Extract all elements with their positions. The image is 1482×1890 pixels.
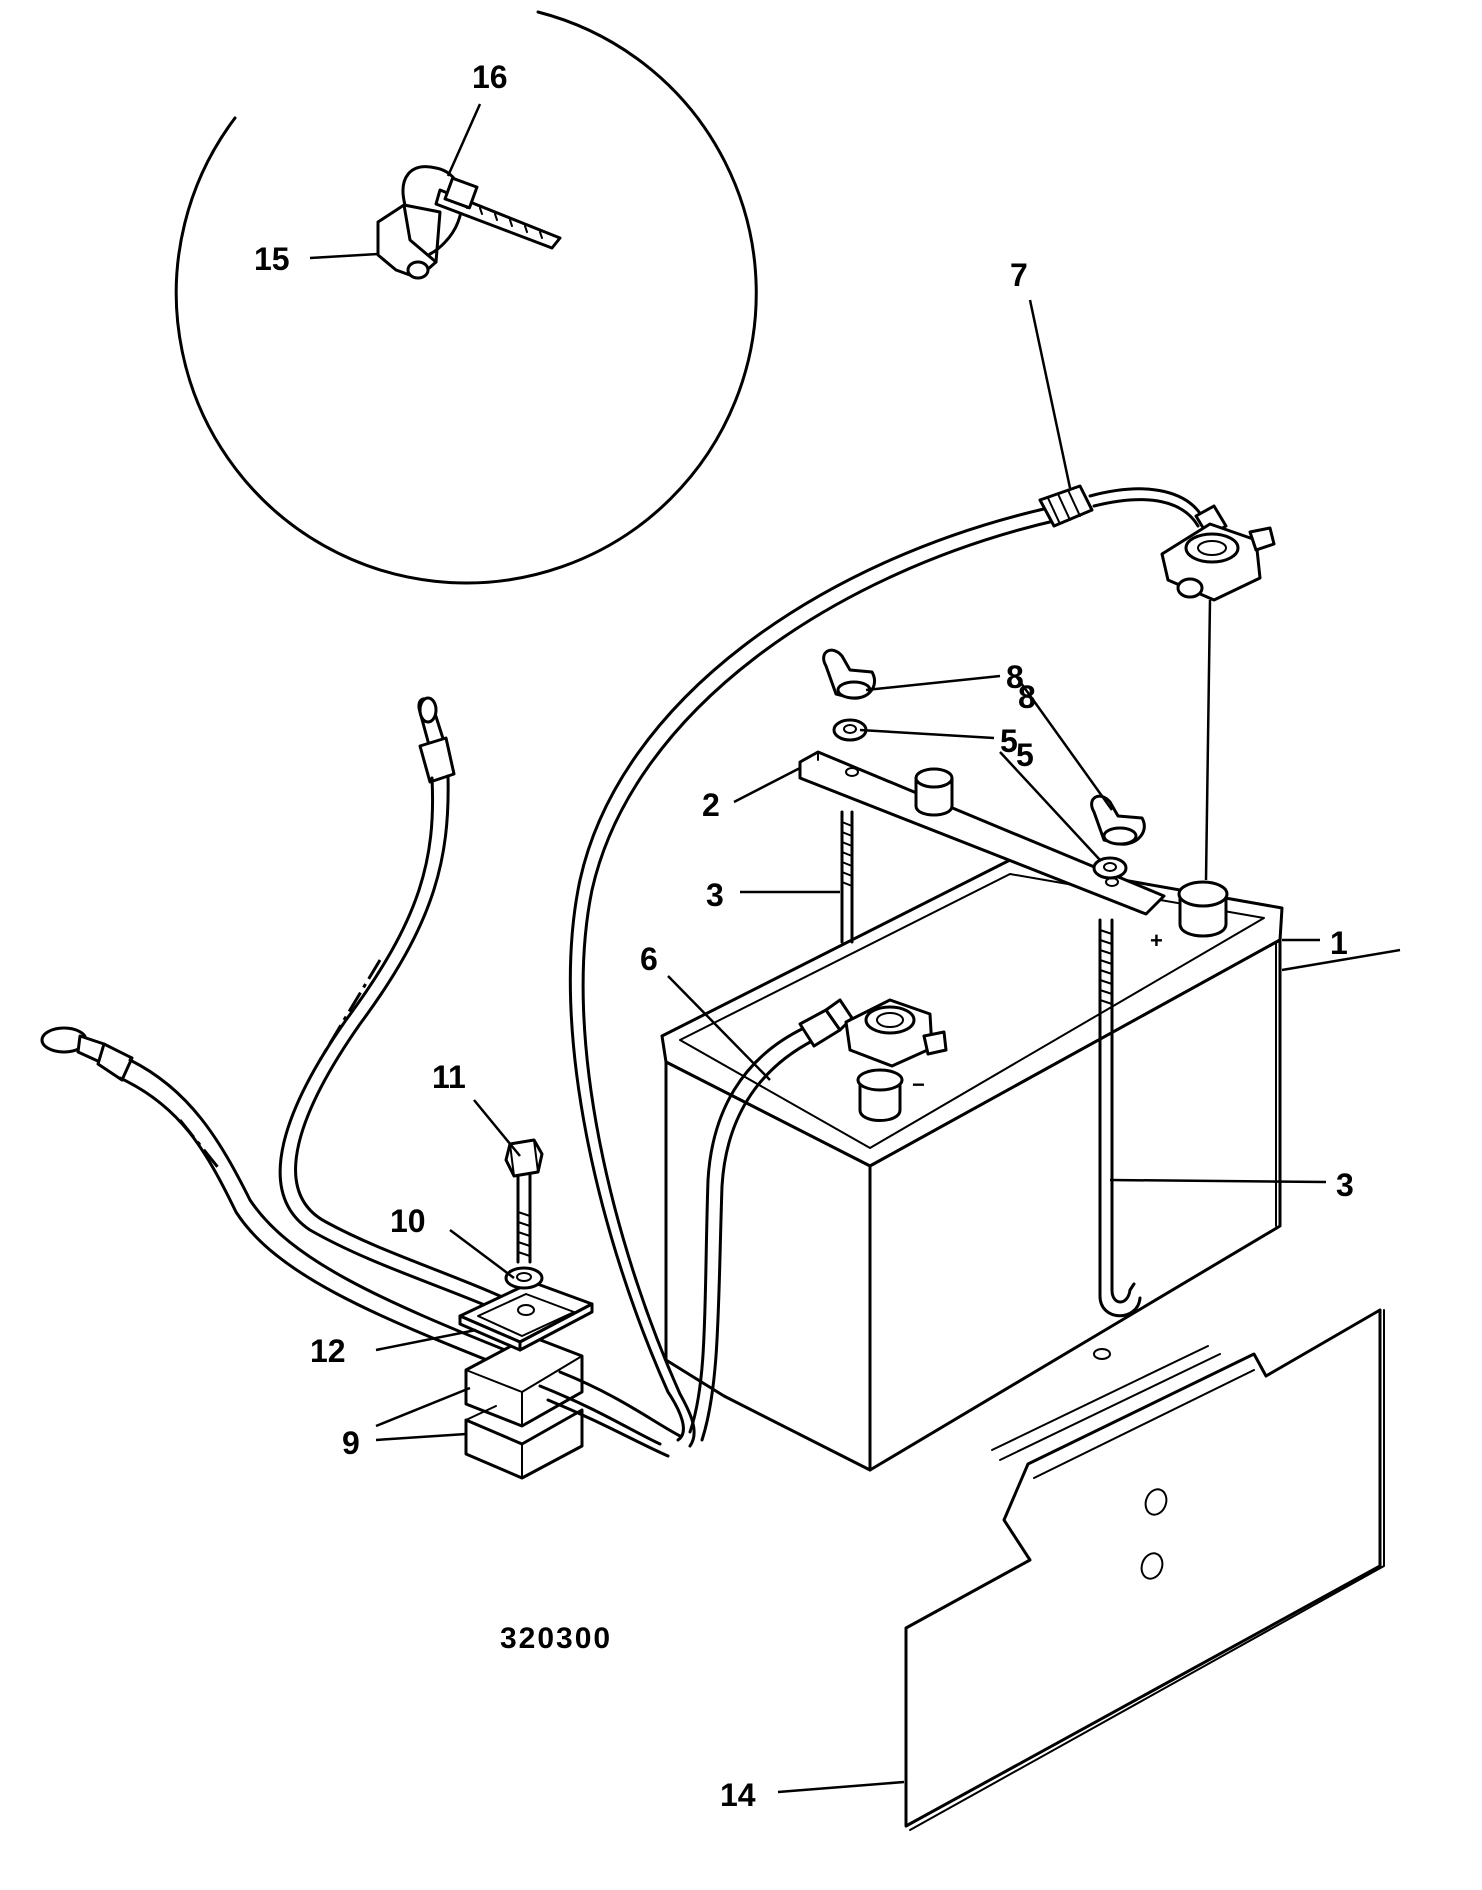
- callout-8-left: 8: [1006, 659, 1024, 695]
- positive-sign: +: [1150, 928, 1163, 953]
- positive-terminal-post: [1177, 880, 1229, 938]
- figure-number: 320300: [500, 1622, 612, 1655]
- chassis-cable-lower: [40, 1026, 522, 1372]
- callout-3-right: 3: [1336, 1167, 1354, 1203]
- cable-tie-part-16: [401, 165, 562, 256]
- positive-terminal-clamp: [1160, 522, 1276, 602]
- battery-part-1: [660, 858, 1284, 1472]
- negative-terminal-clamp: [844, 998, 948, 1068]
- j-bolt-left-part-3: [840, 810, 854, 944]
- positive-clamp-drop-line: [1204, 599, 1212, 881]
- clamp-block-lower-part-9: [464, 1405, 584, 1480]
- washer-right-part-5: [1092, 856, 1128, 880]
- cable-clip-part-15: [376, 203, 442, 280]
- callout-2: 2: [702, 787, 720, 823]
- callout-14: 14: [720, 1777, 756, 1813]
- clamp-bar-part-2: [798, 750, 1166, 916]
- callout-6: 6: [640, 941, 658, 977]
- negative-sign: −: [912, 1072, 925, 1097]
- cable-exit-ends: [538, 1370, 682, 1458]
- callout-11: 11: [432, 1059, 466, 1095]
- callout-16: 16: [472, 59, 508, 95]
- callout-1: 1: [1330, 925, 1348, 961]
- callout-3-left: 3: [706, 877, 724, 913]
- bolt-part-11: [504, 1138, 544, 1264]
- callout-15: 15: [254, 241, 290, 277]
- washer-part-10: [504, 1266, 544, 1290]
- callout-10: 10: [390, 1203, 426, 1239]
- callout-9: 9: [342, 1425, 360, 1461]
- callout-labels: 16 15 7 8 8 5 5 2 3 1 3 6 11 10 12 9 14: [254, 59, 1354, 1813]
- wing-nut-left-part-8: [822, 648, 876, 700]
- callout-7: 7: [1010, 257, 1028, 293]
- callout-5-left: 5: [1000, 723, 1018, 759]
- negative-terminal-post: [856, 1068, 904, 1122]
- j-bolt-right-part-3: [1098, 918, 1142, 1318]
- inset-detail-circle: [174, 10, 758, 585]
- leader-lines: [309, 103, 1401, 1794]
- chassis-cable-upper: [278, 696, 548, 1332]
- callout-5-right: 5: [1016, 737, 1034, 773]
- plate-part-12: [458, 1280, 594, 1352]
- callout-8-right: 8: [1018, 679, 1036, 715]
- wing-nut-right-part-8: [1090, 794, 1146, 846]
- positive-cable-part-7: [568, 484, 1228, 1448]
- battery-tray-part-14: [904, 1308, 1385, 1831]
- callout-12: 12: [310, 1333, 346, 1369]
